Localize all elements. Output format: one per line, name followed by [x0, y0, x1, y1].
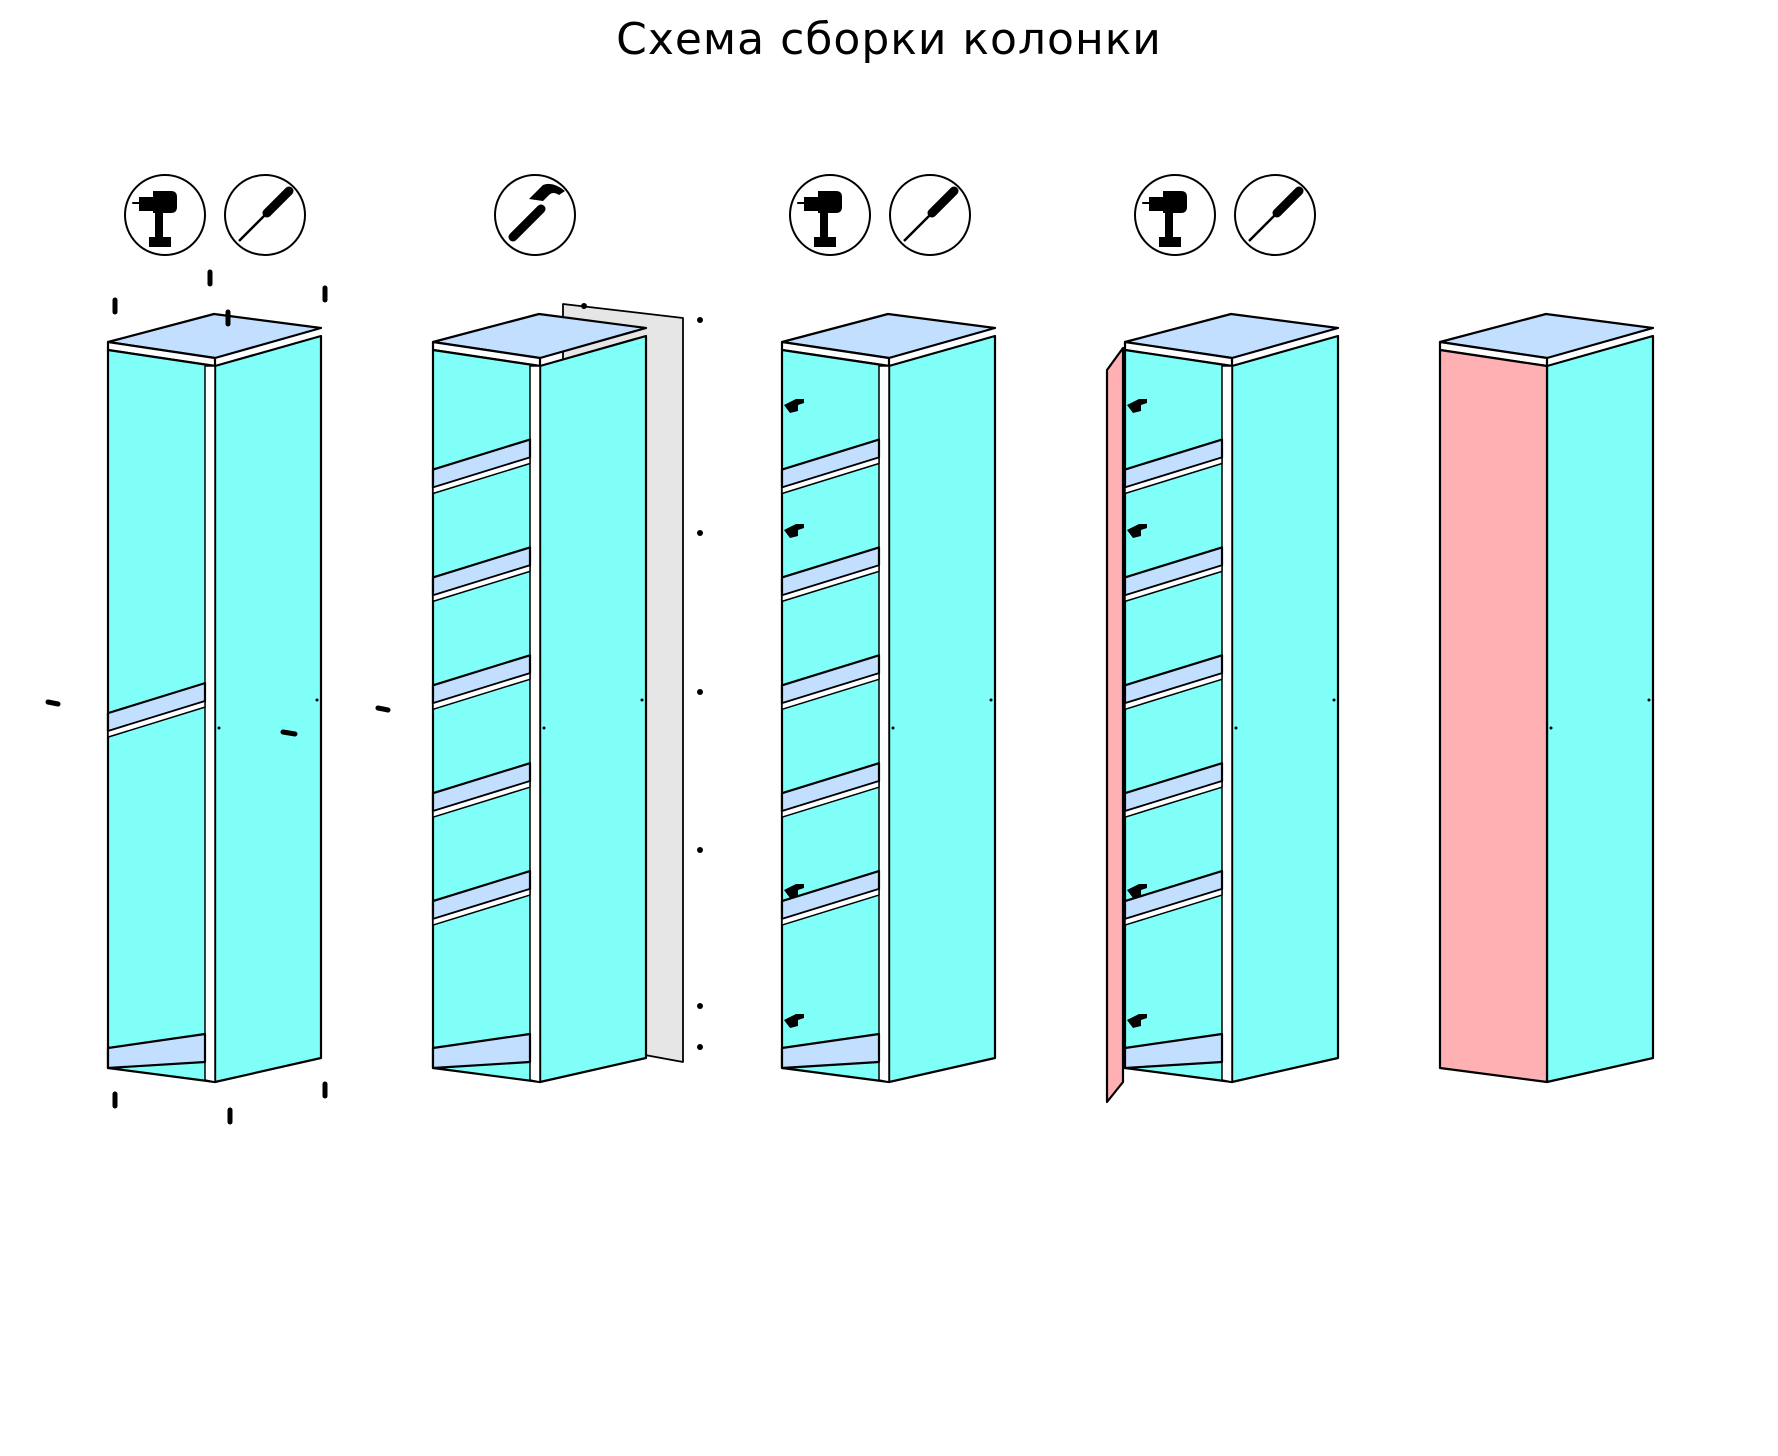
fastener-mark: [45, 699, 61, 707]
shelf-edge: [781, 672, 880, 711]
side-panel-right: [213, 334, 323, 1084]
page-title: Схема сборки колонки: [616, 14, 1162, 65]
panel-edge: [529, 365, 541, 1083]
shelf-edge: [432, 780, 531, 818]
shelf-edge: [781, 456, 880, 495]
screw-dot: [1332, 698, 1336, 702]
shelf-edge: [107, 700, 206, 738]
hinge-icon: [784, 1014, 804, 1028]
assembly-step-4: [1105, 174, 1340, 1104]
hinge-icon: [1127, 524, 1147, 538]
nail-mark: [697, 689, 703, 695]
hinge-icon: [784, 524, 804, 538]
hammer-handle: [508, 204, 546, 242]
shelf-edge: [781, 780, 880, 818]
drill-icon: [124, 174, 206, 256]
nail-mark: [697, 317, 703, 323]
hinge-icon: [1127, 399, 1147, 413]
drill-body: [1149, 191, 1187, 247]
side-panel-right: [887, 334, 997, 1084]
drill-icon: [1134, 174, 1216, 256]
screw-dot: [640, 698, 644, 702]
drill-body: [804, 191, 842, 247]
screw-dot: [1647, 698, 1651, 702]
assembly-step-1: [106, 174, 323, 1084]
hinge-icon: [1127, 884, 1147, 898]
side-panel-right: [1545, 334, 1655, 1084]
shelf-edge: [1124, 564, 1223, 603]
screwdriver-handle: [1272, 186, 1304, 218]
panel-edge: [878, 365, 890, 1083]
screw-dot: [1549, 726, 1553, 730]
assembly-step-3: [780, 174, 997, 1084]
screw-dot: [217, 726, 221, 730]
screwdriver-handle: [262, 186, 294, 218]
shelf-edge: [432, 564, 531, 603]
screw-dot: [1234, 726, 1238, 730]
screwdriver-handle: [927, 186, 959, 218]
side-panel-right: [538, 334, 648, 1084]
shelf-edge: [1124, 456, 1223, 495]
shelf-edge: [432, 456, 531, 495]
fastener-mark: [375, 705, 391, 713]
hinge-icon: [1127, 1014, 1147, 1028]
side-panel-right: [1230, 334, 1340, 1084]
assembly-step-2: [431, 174, 684, 1084]
nail-mark: [697, 530, 703, 536]
screw-dot: [315, 698, 319, 702]
shelf-edge: [1124, 672, 1223, 711]
screw-dot: [891, 726, 895, 730]
door-closed: [1438, 348, 1549, 1084]
screw-dot: [542, 726, 546, 730]
bottom-board: [1123, 1032, 1224, 1070]
shelf-edge: [432, 672, 531, 711]
bottom-board: [780, 1032, 881, 1070]
shelf-edge: [432, 888, 531, 926]
hinge-icon: [784, 884, 804, 898]
shelf-edge: [781, 888, 880, 926]
panel-edge: [204, 365, 216, 1083]
fastener-mark: [280, 729, 298, 737]
door-open: [1105, 346, 1125, 1104]
screw-dot: [989, 698, 993, 702]
panel-edge: [1221, 365, 1233, 1083]
nail-mark: [697, 847, 703, 853]
shelf-edge: [1124, 780, 1223, 818]
bottom-board: [431, 1032, 532, 1070]
drill-icon: [789, 174, 871, 256]
shelf-edge: [781, 564, 880, 603]
assembly-step-5: [1438, 312, 1655, 1084]
hinge-icon: [784, 399, 804, 413]
nail-mark: [581, 303, 587, 309]
shelf-edge: [1124, 888, 1223, 926]
drill-body: [139, 191, 177, 247]
nail-mark: [697, 1003, 703, 1009]
hammer-head: [529, 183, 565, 201]
bottom-board: [106, 1032, 207, 1070]
nail-mark: [697, 1044, 703, 1050]
